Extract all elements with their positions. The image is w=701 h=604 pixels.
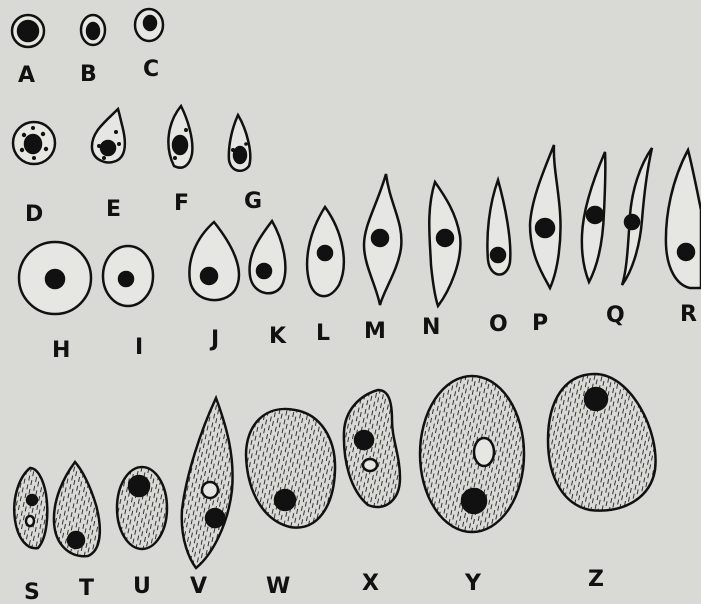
cell-n — [429, 182, 460, 306]
label-r: R — [680, 302, 697, 327]
cell-x — [344, 390, 400, 507]
cell-e — [92, 109, 125, 162]
cell-y — [420, 376, 524, 532]
cell-d — [13, 122, 55, 164]
label-h: H — [52, 338, 70, 363]
cell-r — [666, 150, 701, 288]
label-b: B — [80, 62, 97, 87]
label-d: D — [25, 202, 43, 227]
cell-b — [81, 15, 105, 45]
cell-p — [530, 145, 561, 288]
cell-o — [487, 180, 510, 275]
label-s: S — [24, 580, 40, 604]
cell-v — [182, 398, 233, 568]
label-q: Q — [606, 303, 625, 328]
cell-f — [168, 106, 192, 168]
cell-a — [12, 15, 44, 47]
label-u: U — [133, 574, 151, 599]
label-m: M — [364, 319, 386, 344]
cell-q-right — [622, 148, 652, 285]
label-e: E — [106, 197, 121, 222]
label-f: F — [174, 191, 189, 216]
label-v: V — [190, 574, 207, 599]
label-x: X — [362, 571, 379, 596]
label-o: O — [489, 312, 508, 337]
cell-m — [364, 174, 401, 305]
label-c: C — [143, 57, 159, 82]
cell-w — [246, 409, 335, 528]
label-n: N — [422, 315, 440, 340]
cell-s — [14, 468, 47, 548]
label-t: T — [79, 576, 94, 601]
cell-c — [135, 9, 163, 41]
cell-q-left — [582, 152, 606, 282]
cell-l — [307, 207, 344, 296]
label-g: G — [244, 189, 262, 214]
cell-u — [117, 467, 167, 549]
cell-h — [19, 242, 91, 314]
label-a: A — [18, 63, 35, 88]
cell-k — [250, 221, 286, 293]
label-k: K — [269, 324, 287, 349]
cell-j — [189, 222, 239, 300]
label-j: J — [209, 327, 219, 352]
cell-i — [103, 246, 153, 306]
label-i: I — [135, 335, 143, 360]
cell-g — [229, 115, 250, 171]
label-w: W — [266, 574, 290, 599]
label-p: P — [532, 311, 548, 336]
label-y: Y — [464, 571, 482, 596]
label-z: Z — [588, 567, 604, 592]
label-l: L — [316, 321, 330, 346]
cell-t — [54, 462, 100, 556]
cell-z — [548, 374, 656, 511]
